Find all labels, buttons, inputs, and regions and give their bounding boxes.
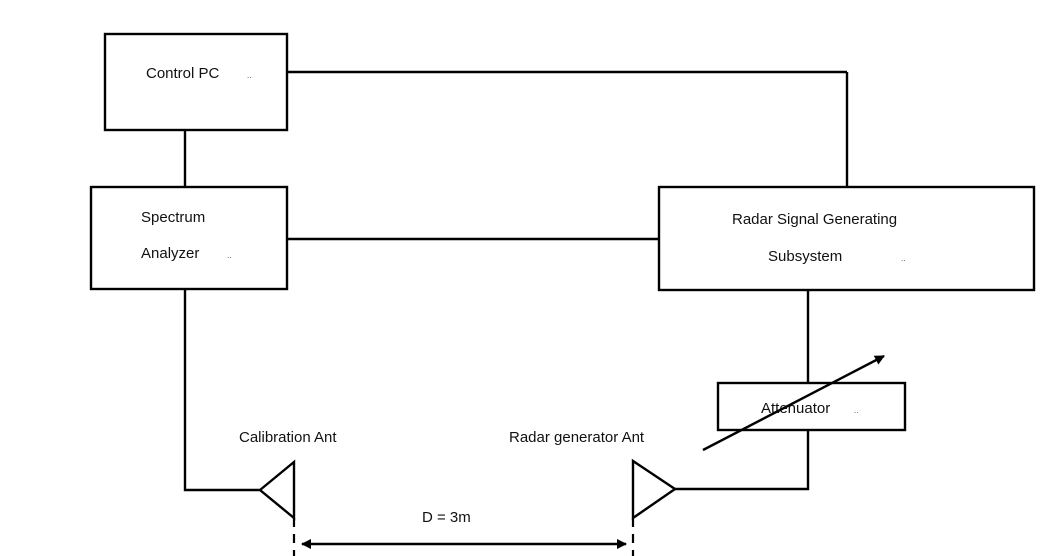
wire-spectrum-to-calibration-ant — [183, 289, 260, 492]
spectrum-analyzer-line1: Spectrum — [141, 209, 205, 226]
attenuator-mark: .. — [854, 406, 858, 415]
spectrum-analyzer-mark: .. — [227, 251, 231, 260]
calibration-ant-label: Calibration Ant — [239, 429, 337, 446]
radar-signal-generating-mark: .. — [901, 254, 905, 263]
radar-signal-generating-line2: Subsystem — [768, 248, 842, 265]
variable-attenuator-arrow-icon — [702, 354, 885, 452]
calibration-antenna-icon — [258, 459, 296, 521]
control-pc-label: Control PC — [146, 65, 220, 82]
control-pc-block: Control PC .. — [103, 32, 289, 132]
attenuator-label: Attenuator — [761, 400, 830, 417]
distance-label: D = 3m — [422, 509, 471, 526]
radar-generator-ant-label: Radar generator Ant — [509, 429, 645, 446]
attenuator-block: Attenuator .. — [716, 381, 907, 432]
radar-generator-antenna-icon — [631, 458, 678, 521]
radar-signal-generating-block: Radar Signal Generating Subsystem .. — [657, 185, 1036, 292]
spectrum-analyzer-block: Spectrum Analyzer .. — [89, 185, 289, 291]
control-pc-mark: .. — [247, 71, 251, 80]
wire-attenuator-to-radar-ant — [675, 430, 810, 491]
radar-signal-generating-line1: Radar Signal Generating — [732, 211, 897, 228]
spectrum-analyzer-line2: Analyzer — [141, 245, 199, 262]
